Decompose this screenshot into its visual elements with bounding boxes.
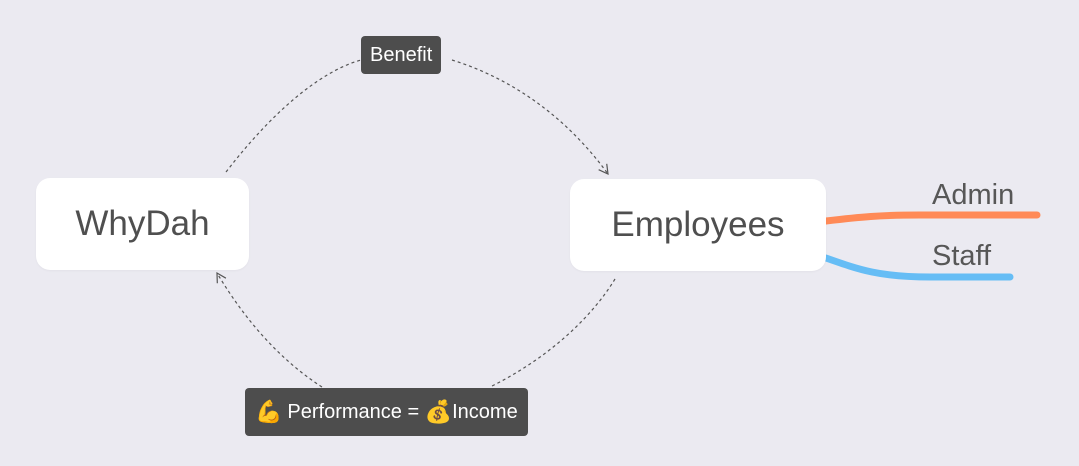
performance-connector-right — [489, 278, 616, 388]
flexed-biceps-icon: 💪 — [255, 399, 283, 424]
money-bag-icon: 💰 — [424, 399, 453, 424]
node-whydah-label: WhyDah — [75, 204, 210, 243]
node-whydah[interactable]: WhyDah — [36, 178, 249, 270]
admin-branch-line[interactable] — [822, 211, 1041, 225]
relationship-label-benefit[interactable]: Benefit — [361, 36, 442, 74]
benefit-connector-left — [225, 59, 362, 173]
performance-label-text: Performance = — [287, 400, 425, 423]
node-employees[interactable]: Employees — [570, 179, 826, 271]
branch-label-admin[interactable]: Admin — [932, 179, 1015, 211]
staff-branch-line[interactable] — [822, 254, 1014, 281]
benefit-label-text: Benefit — [370, 43, 433, 66]
branch-label-staff[interactable]: Staff — [932, 240, 992, 272]
performance-connector-left[interactable] — [216, 271, 323, 388]
node-employees-label: Employees — [611, 205, 785, 244]
benefit-connector-right[interactable] — [451, 59, 609, 175]
income-label-text: Income — [452, 400, 518, 423]
relationship-label-performance[interactable]: 💪 Performance = 💰 Income — [245, 388, 528, 436]
